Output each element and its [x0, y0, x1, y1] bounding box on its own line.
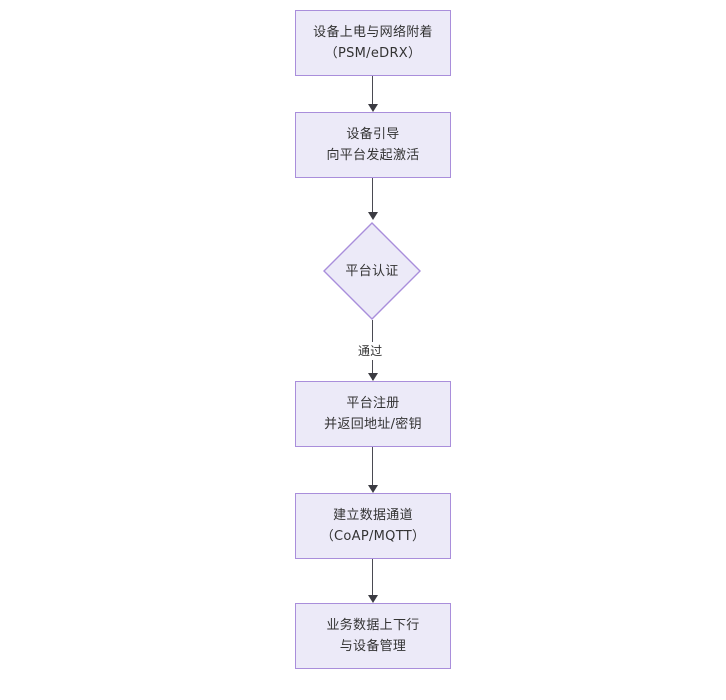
flow-node-line-1: 设备引导 — [346, 127, 400, 142]
flow-node-line-1: 平台认证 — [345, 263, 399, 279]
flow-node-device-power-on[interactable]: 设备上电与网络附着 （PSM/eDRX） — [295, 10, 451, 76]
flow-arrowhead-n5-n6 — [368, 595, 378, 603]
flow-node-business-data[interactable]: 业务数据上下行 与设备管理 — [295, 603, 451, 669]
flow-node-platform-auth-decision[interactable]: 平台认证 — [323, 222, 421, 320]
flow-node-line-2: （CoAP/MQTT） — [320, 529, 426, 544]
flow-node-platform-register[interactable]: 平台注册 并返回地址/密钥 — [295, 381, 451, 447]
flow-arrowhead-n3-n4 — [368, 373, 378, 381]
flow-node-line-2: 并返回地址/密钥 — [324, 417, 422, 432]
flow-edge-label-pass: 通过 — [356, 342, 385, 360]
flow-node-line-1: 建立数据通道 — [333, 508, 413, 523]
flow-connector-n2-n3 — [372, 178, 373, 214]
flow-node-line-1: 设备上电与网络附着 — [313, 25, 433, 40]
flow-arrowhead-n1-n2 — [368, 104, 378, 112]
flow-connector-n1-n2 — [372, 76, 373, 106]
flow-node-line-2: 与设备管理 — [339, 639, 407, 654]
flow-node-data-channel[interactable]: 建立数据通道 （CoAP/MQTT） — [295, 493, 451, 559]
flow-node-line-2: 向平台发起激活 — [326, 148, 420, 163]
flow-node-line-1: 平台注册 — [346, 396, 400, 411]
flow-connector-n5-n6 — [372, 559, 373, 597]
flow-node-device-bootstrap[interactable]: 设备引导 向平台发起激活 — [295, 112, 451, 178]
flow-arrowhead-n2-n3 — [368, 212, 378, 220]
flow-arrowhead-n4-n5 — [368, 485, 378, 493]
flow-node-line-1: 业务数据上下行 — [326, 618, 420, 633]
flow-node-line-2: （PSM/eDRX） — [324, 46, 422, 61]
flow-connector-n4-n5 — [372, 447, 373, 487]
diamond-shape-icon — [323, 222, 421, 320]
